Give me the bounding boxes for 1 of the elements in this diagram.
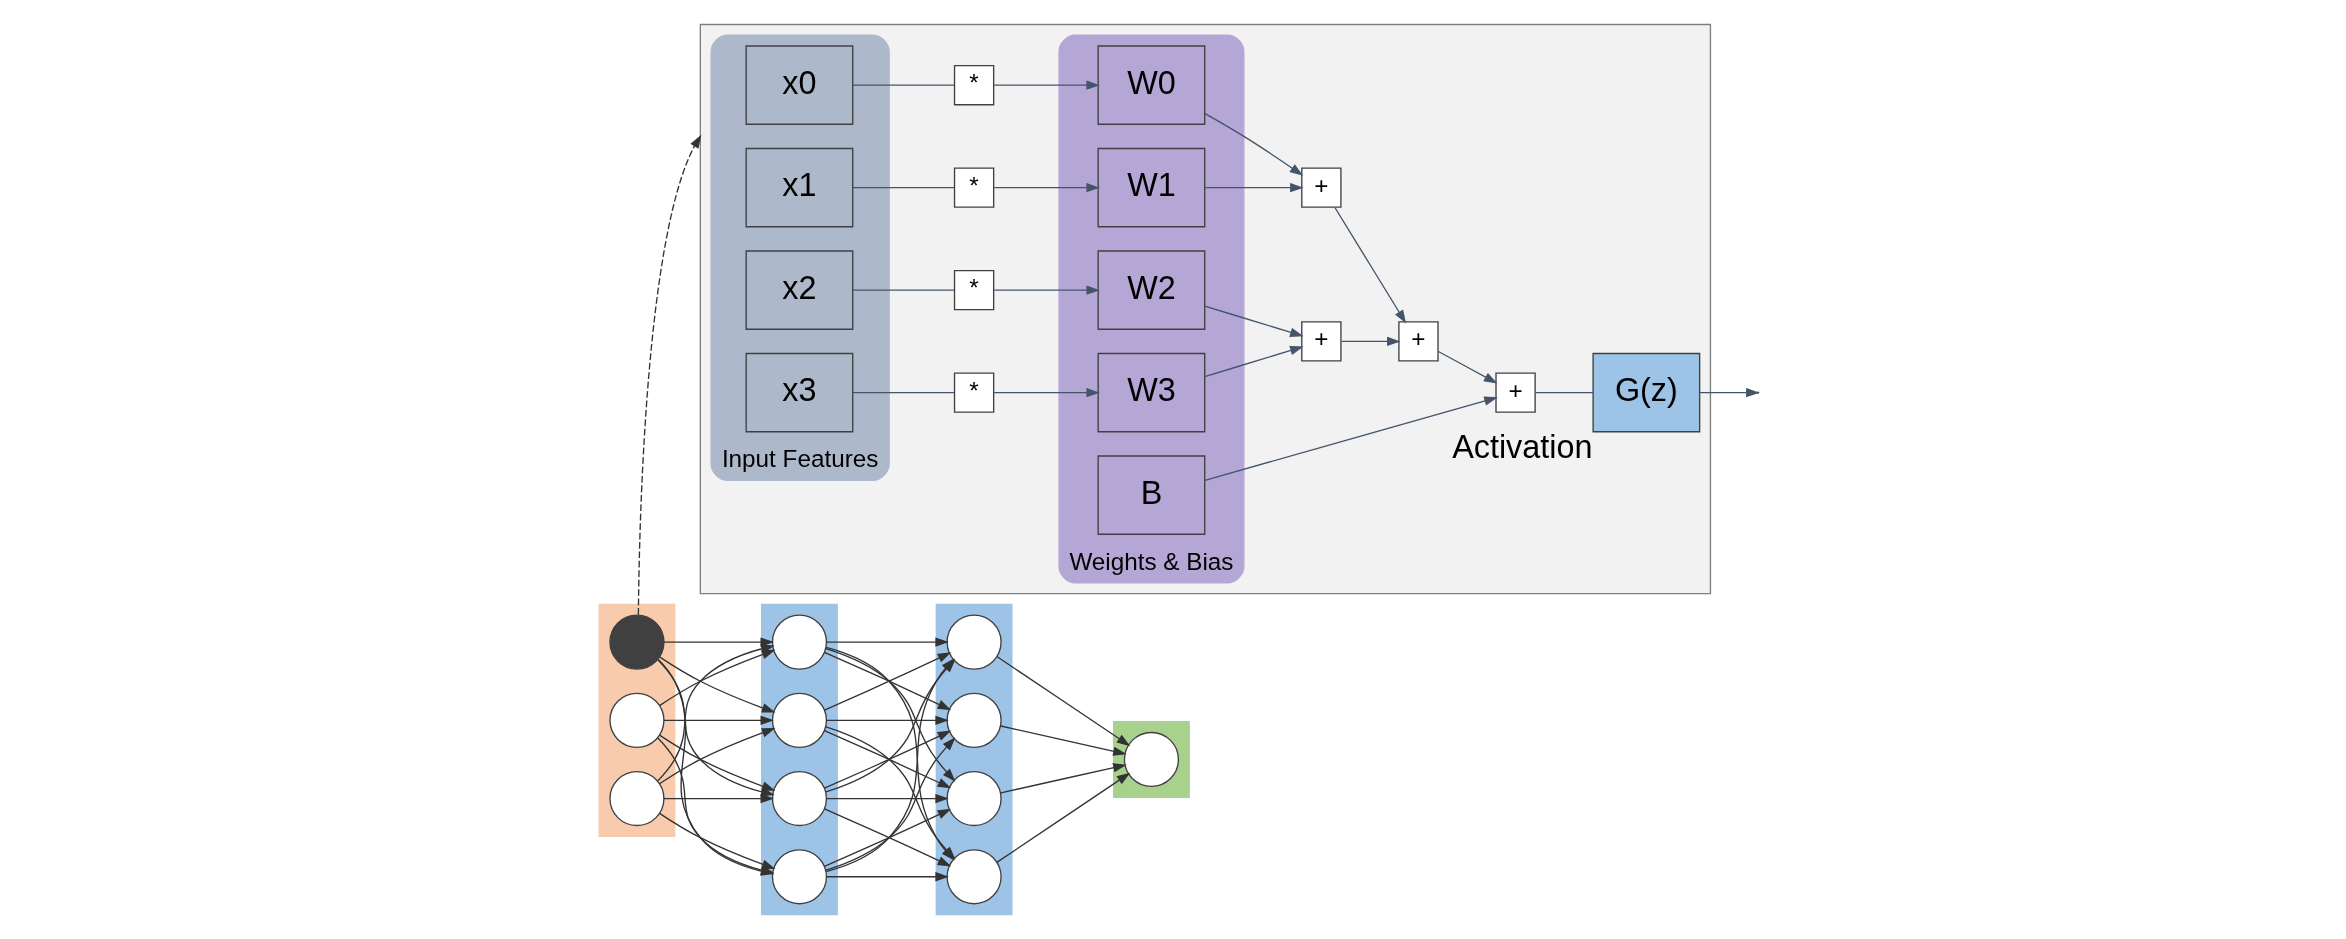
node-label: Activation — [1451, 428, 1592, 465]
